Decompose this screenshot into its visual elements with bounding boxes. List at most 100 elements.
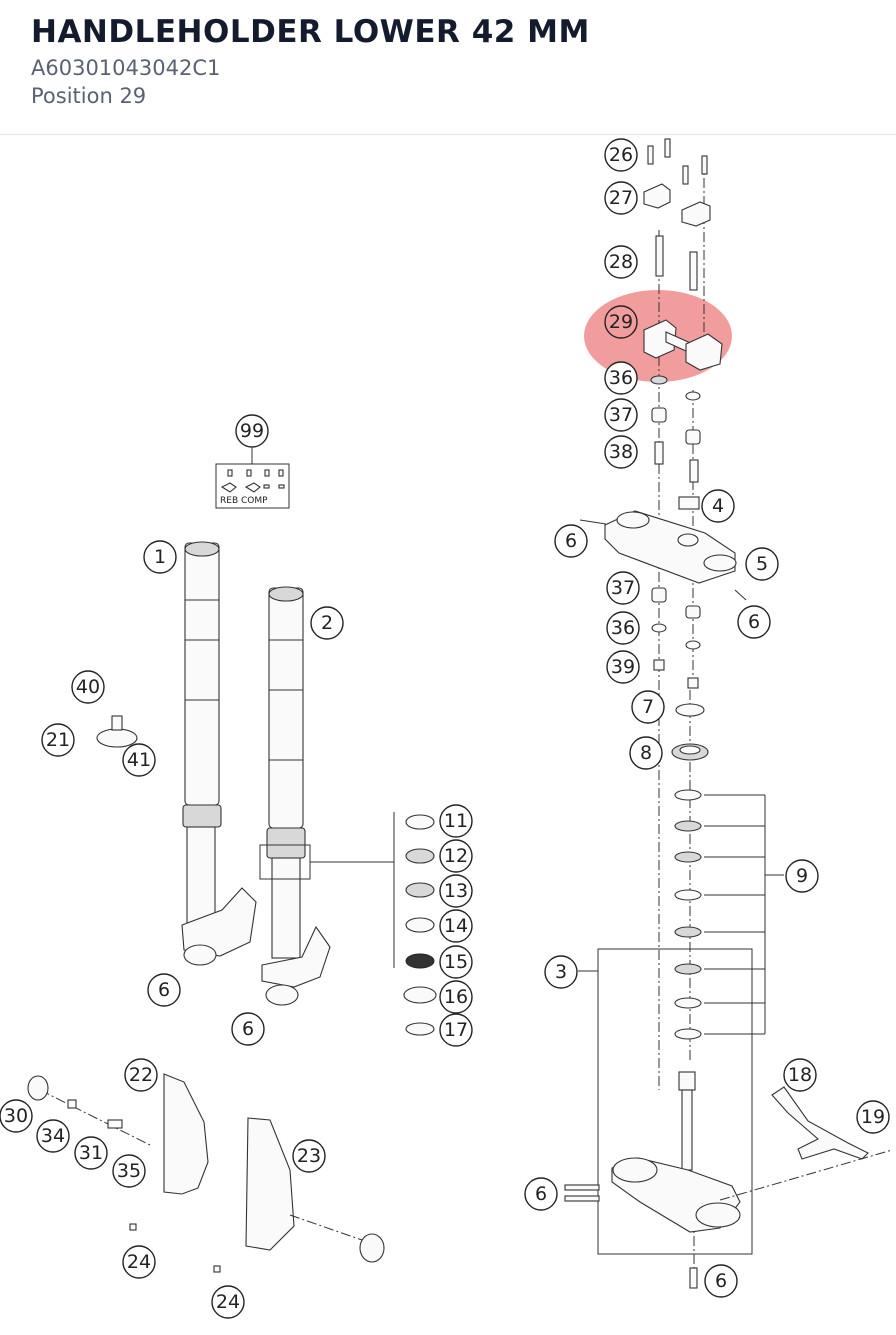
callout-ring [310, 606, 344, 640]
callout-16[interactable]: 16 [439, 980, 473, 1014]
callout-6[interactable]: 6 [231, 1012, 265, 1046]
callout-ring [439, 980, 473, 1014]
callout-24[interactable]: 24 [211, 1285, 245, 1319]
callout-26[interactable]: 26 [604, 138, 638, 172]
callout-ring [704, 1264, 738, 1298]
callout-number: 9 [796, 865, 808, 887]
callout-ring [745, 547, 779, 581]
callout-6[interactable]: 6 [737, 605, 771, 639]
callout-ring [124, 1058, 158, 1092]
callout-number: 22 [129, 1064, 153, 1086]
callout-17[interactable]: 17 [439, 1013, 473, 1047]
callout-ring [606, 571, 640, 605]
callout-ring [604, 138, 638, 172]
callout-3[interactable]: 3 [544, 955, 578, 989]
callout-ring [439, 909, 473, 943]
callout-number: 19 [861, 1106, 885, 1128]
callout-99[interactable]: 99 [235, 414, 269, 448]
callout-ring [604, 361, 638, 395]
callout-8[interactable]: 8 [629, 736, 663, 770]
callout-number: 36 [611, 617, 635, 639]
callout-number: 29 [609, 311, 633, 333]
callout-number: 2 [321, 612, 333, 634]
callout-39[interactable]: 39 [606, 650, 640, 684]
callout-1[interactable]: 1 [143, 540, 177, 574]
fork-guards [27, 1073, 386, 1273]
callout-ring [231, 1012, 265, 1046]
callout-11[interactable]: 11 [439, 804, 473, 838]
callout-ring [524, 1177, 558, 1211]
callout-6[interactable]: 6 [147, 973, 181, 1007]
kit-99-box: REB COMP [215, 448, 290, 509]
callout-ring [737, 605, 771, 639]
callout-number: 40 [76, 676, 100, 698]
callout-6[interactable]: 6 [704, 1264, 738, 1298]
callout-22[interactable]: 22 [124, 1058, 158, 1092]
callout-number: 6 [158, 979, 170, 1001]
callout-29[interactable]: 29 [604, 305, 638, 339]
callout-13[interactable]: 13 [439, 874, 473, 908]
callout-number: 23 [297, 1145, 321, 1167]
callout-5[interactable]: 5 [745, 547, 779, 581]
callout-30[interactable]: 30 [0, 1099, 33, 1133]
callout-23[interactable]: 23 [292, 1139, 326, 1173]
part-position: Position 29 [31, 84, 147, 108]
callout-38[interactable]: 38 [604, 435, 638, 469]
callout-36[interactable]: 36 [606, 611, 640, 645]
callout-15[interactable]: 15 [439, 945, 473, 979]
callout-ring [235, 414, 269, 448]
callout-number: 6 [535, 1183, 547, 1205]
callout-7[interactable]: 7 [631, 690, 665, 724]
callout-36[interactable]: 36 [604, 361, 638, 395]
callout-number: 6 [715, 1270, 727, 1292]
callout-number: 39 [611, 656, 635, 678]
callout-ring [292, 1139, 326, 1173]
callout-ring [604, 398, 638, 432]
callout-6[interactable]: 6 [524, 1177, 558, 1211]
callout-number: 34 [41, 1125, 65, 1147]
callout-2[interactable]: 2 [310, 606, 344, 640]
callout-ring [143, 540, 177, 574]
callout-number: 8 [640, 742, 652, 764]
callout-18[interactable]: 18 [783, 1058, 817, 1092]
callout-ring [36, 1119, 70, 1153]
callout-24[interactable]: 24 [122, 1245, 156, 1279]
callout-ring [71, 670, 105, 704]
callout-14[interactable]: 14 [439, 909, 473, 943]
part-number: A60301043042C1 [31, 56, 221, 80]
callout-31[interactable]: 31 [74, 1136, 108, 1170]
callout-number: 13 [444, 880, 468, 902]
callout-ring [629, 736, 663, 770]
callout-37[interactable]: 37 [604, 398, 638, 432]
callout-40[interactable]: 40 [71, 670, 105, 704]
callout-number: 24 [216, 1291, 240, 1313]
callout-number: 41 [127, 749, 151, 771]
callout-41[interactable]: 41 [122, 743, 156, 777]
callout-12[interactable]: 12 [439, 839, 473, 873]
part-title: HANDLEHOLDER LOWER 42 MM [31, 14, 590, 50]
callout-37[interactable]: 37 [606, 571, 640, 605]
callout-ring [606, 611, 640, 645]
callout-ring [606, 650, 640, 684]
callout-28[interactable]: 28 [604, 245, 638, 279]
callout-number: 24 [127, 1251, 151, 1273]
callout-ring [604, 435, 638, 469]
callout-number: 12 [444, 845, 468, 867]
callout-ring [544, 955, 578, 989]
callout-21[interactable]: 21 [41, 723, 75, 757]
callout-4[interactable]: 4 [701, 489, 735, 523]
callout-number: 11 [444, 810, 468, 832]
callout-9[interactable]: 9 [785, 859, 819, 893]
callout-ring [701, 489, 735, 523]
callout-19[interactable]: 19 [856, 1100, 890, 1134]
callout-6[interactable]: 6 [554, 524, 588, 558]
callout-34[interactable]: 34 [36, 1119, 70, 1153]
callout-number: 17 [444, 1019, 468, 1041]
callout-ring [783, 1058, 817, 1092]
callout-number: 15 [444, 951, 468, 973]
callout-number: 31 [79, 1142, 103, 1164]
callout-27[interactable]: 27 [604, 181, 638, 215]
callout-35[interactable]: 35 [112, 1154, 146, 1188]
callout-number: 28 [609, 251, 633, 273]
callout-ring [74, 1136, 108, 1170]
